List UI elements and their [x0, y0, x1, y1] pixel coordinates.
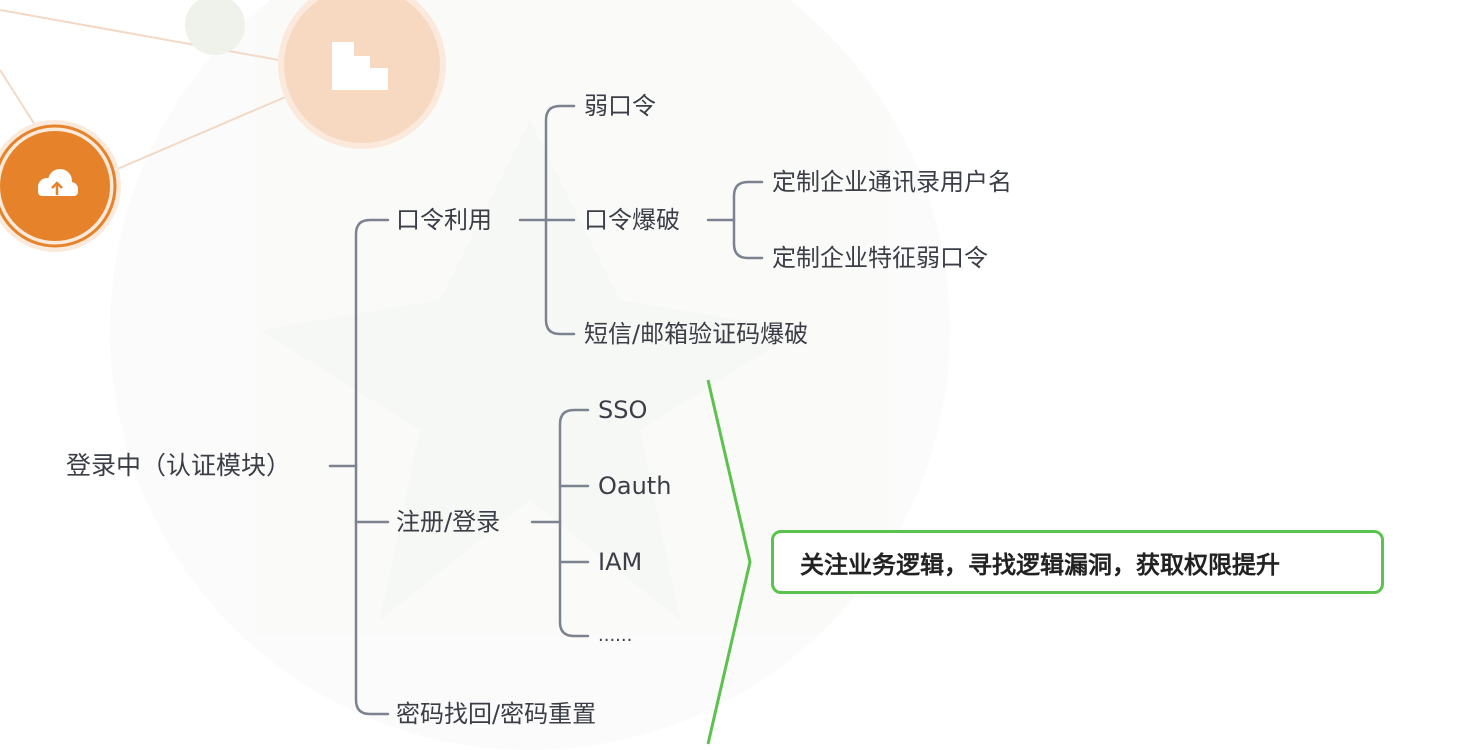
node-oauth[interactable]: Oauth [598, 472, 672, 500]
root-node[interactable]: 登录中（认证模块） [66, 451, 292, 480]
highlight-box[interactable]: 关注业务逻辑，寻找逻辑漏洞，获取权限提升 [771, 530, 1384, 594]
node-sso[interactable]: SSO [598, 396, 648, 424]
node-iam[interactable]: IAM [598, 548, 643, 576]
node-weak-password[interactable]: 弱口令 [584, 92, 656, 120]
background-watermark [110, 0, 950, 750]
node-custom-usernames[interactable]: 定制企业通讯录用户名 [772, 168, 1012, 196]
highlight-text: 关注业务逻辑，寻找逻辑漏洞，获取权限提升 [800, 550, 1280, 579]
building-icon [332, 42, 388, 90]
faint-node [185, 0, 245, 55]
node-code-brute[interactable]: 短信/邮箱验证码爆破 [584, 320, 809, 348]
node-password-use[interactable]: 口令利用 [396, 206, 492, 234]
tree-lines [328, 104, 764, 716]
building-node[interactable] [278, 0, 446, 149]
node-custom-weak-passwords[interactable]: 定制企业特征弱口令 [772, 244, 988, 272]
node-register-login[interactable]: 注册/登录 [396, 508, 501, 536]
node-password-recovery[interactable]: 密码找回/密码重置 [396, 700, 597, 728]
cloud-node[interactable] [0, 120, 121, 252]
node-more[interactable]: ...... [598, 625, 633, 646]
decor-connectors [0, 9, 291, 171]
cloud-upload-icon [38, 169, 78, 196]
node-password-brute[interactable]: 口令爆破 [584, 206, 680, 234]
highlight-bracket [706, 379, 752, 745]
